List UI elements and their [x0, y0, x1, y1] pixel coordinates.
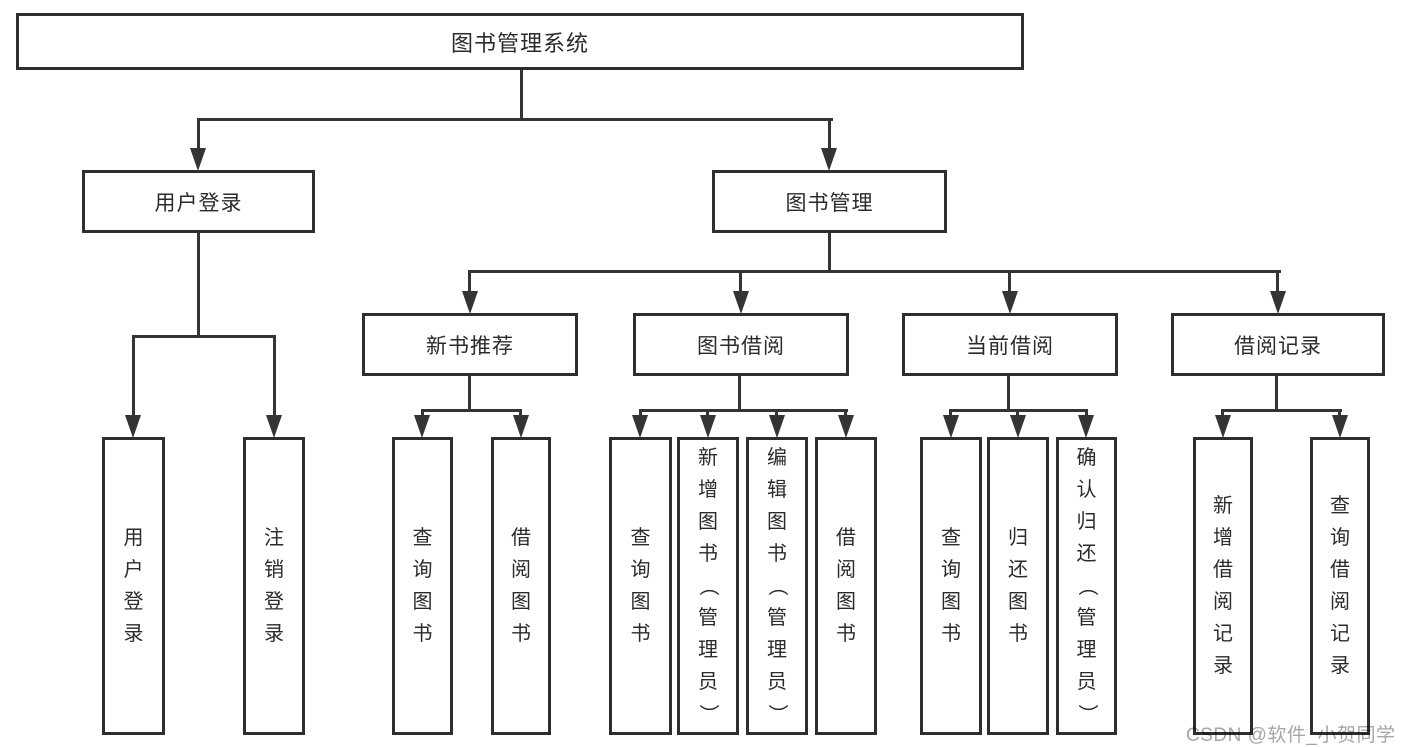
connector-line	[519, 409, 522, 417]
node-book-management: 图书管理	[712, 170, 947, 233]
connector-line	[421, 409, 424, 417]
node-label: 注销登录	[264, 527, 284, 645]
arrowhead-down-icon	[414, 415, 430, 438]
connector-line	[775, 409, 778, 417]
node-label: 借阅图书	[511, 527, 531, 645]
connector-line	[1221, 409, 1224, 417]
node-label: 编辑图书（管理员）	[766, 447, 788, 724]
connector-line	[273, 335, 276, 417]
node-label: 归还图书	[1008, 527, 1028, 645]
node-label: 图书管理	[785, 191, 874, 215]
arrowhead-down-icon	[1010, 415, 1026, 438]
connector-line	[706, 409, 709, 417]
node-label: 当前借阅	[966, 334, 1054, 358]
arrowhead-down-icon	[513, 415, 529, 438]
node-label: 查询图书	[941, 527, 961, 645]
arrowhead-down-icon	[943, 415, 959, 438]
connector-line	[520, 70, 523, 121]
arrowhead-down-icon	[1215, 415, 1231, 438]
connector-line	[844, 409, 847, 417]
arrowhead-down-icon	[190, 148, 206, 171]
connector-line	[1276, 270, 1279, 293]
connector-line	[1016, 409, 1019, 417]
leaf-borrow-borrow-books: 借阅图书	[815, 437, 877, 735]
arrowhead-down-icon	[632, 415, 648, 438]
connector-line	[1085, 409, 1088, 417]
node-label: 新增图书（管理员）	[697, 447, 719, 724]
node-label: 新书推荐	[426, 334, 514, 358]
leaf-borrow-query-books: 查询图书	[609, 437, 672, 735]
leaf-borrow-edit-books-admin: 编辑图书（管理员）	[746, 437, 808, 735]
node-book-borrow: 图书借阅	[633, 313, 849, 376]
arrowhead-down-icon	[1002, 291, 1018, 314]
connector-line	[197, 233, 200, 337]
node-label: 借阅图书	[836, 527, 856, 645]
node-borrow-records: 借阅记录	[1171, 313, 1385, 376]
node-user-login: 用户登录	[82, 170, 315, 233]
connector-line	[132, 335, 276, 338]
node-label: 图书管理系统	[450, 30, 589, 56]
leaf-current-query-books: 查询图书	[920, 437, 982, 735]
leaf-current-confirm-return-admin: 确认归还（管理员）	[1056, 437, 1117, 735]
node-new-book-recommend: 新书推荐	[362, 313, 578, 376]
connector-line	[739, 270, 742, 293]
leaf-newbook-borrow-books: 借阅图书	[491, 437, 551, 735]
arrowhead-down-icon	[700, 415, 716, 438]
connector-line	[828, 118, 831, 151]
node-label: 查询图书	[630, 527, 651, 645]
connector-line	[197, 118, 833, 121]
leaf-current-return-books: 归还图书	[987, 437, 1049, 735]
node-label: 确认归还（管理员）	[1075, 447, 1098, 724]
connector-line	[468, 376, 471, 412]
connector-line	[639, 409, 642, 417]
arrowhead-down-icon	[821, 148, 837, 171]
connector-line	[197, 118, 200, 151]
connector-line	[738, 376, 741, 412]
connector-line	[1275, 376, 1278, 412]
arrowhead-down-icon	[266, 415, 282, 438]
leaf-user-login: 用户登录	[102, 437, 165, 735]
node-library-management-system: 图书管理系统	[16, 13, 1024, 70]
node-label: 查询图书	[412, 527, 433, 645]
node-label: 图书借阅	[697, 334, 785, 358]
connector-line	[1338, 409, 1341, 417]
connector-line	[1007, 376, 1010, 412]
connector-line	[1008, 270, 1011, 293]
arrowhead-down-icon	[838, 415, 854, 438]
connector-line	[468, 270, 1281, 273]
connector-line	[132, 335, 135, 417]
node-label: 查询借阅记录	[1330, 495, 1350, 677]
leaf-newbook-query-books: 查询图书	[392, 437, 453, 735]
connector-line	[1221, 409, 1342, 412]
arrowhead-down-icon	[1270, 291, 1286, 314]
connector-line	[828, 233, 831, 273]
leaf-logout: 注销登录	[243, 437, 305, 735]
arrowhead-down-icon	[1078, 415, 1094, 438]
arrowhead-down-icon	[769, 415, 785, 438]
connector-line	[639, 409, 848, 412]
node-current-borrow: 当前借阅	[902, 313, 1118, 376]
node-label: 借阅记录	[1234, 334, 1322, 358]
arrowhead-down-icon	[733, 291, 749, 314]
leaf-records-add-record: 新增借阅记录	[1193, 437, 1253, 735]
arrowhead-down-icon	[1332, 415, 1348, 438]
leaf-borrow-add-books-admin: 新增图书（管理员）	[677, 437, 739, 735]
node-label: 新增借阅记录	[1213, 495, 1233, 677]
node-label: 用户登录	[154, 191, 243, 215]
arrowhead-down-icon	[125, 415, 141, 438]
connector-line	[468, 270, 471, 293]
node-label: 用户登录	[123, 527, 144, 645]
connector-line	[949, 409, 952, 417]
connector-line	[421, 409, 522, 412]
leaf-records-query-record: 查询借阅记录	[1310, 437, 1370, 735]
arrowhead-down-icon	[462, 291, 478, 314]
csdn-watermark: CSDN @软件_小贺同学	[1186, 725, 1396, 746]
